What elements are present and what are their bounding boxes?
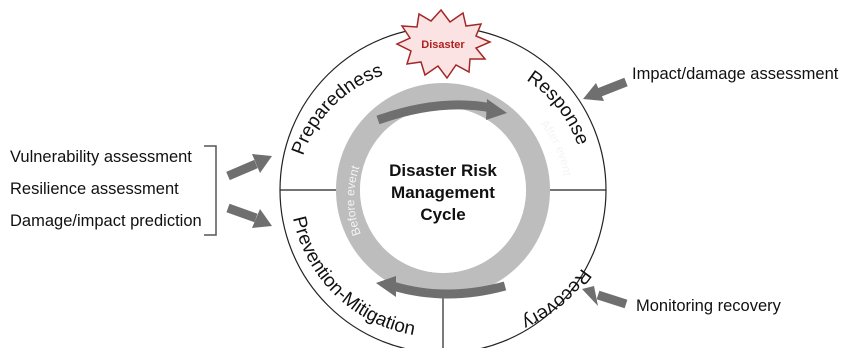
left-item-resilience: Resilience assessment [10, 180, 179, 198]
disaster-burst-icon [395, 8, 492, 80]
right-item-monitoring-recovery: Monitoring recovery [636, 297, 781, 315]
left-item-vulnerability: Vulnerability assessment [10, 148, 192, 166]
cycle-arrow-bottom-icon [391, 281, 507, 299]
cycle-arrow-top-icon [376, 100, 493, 125]
center-title-line-1: Disaster Risk [389, 161, 497, 180]
cycle-arrow-bottom-head-icon [376, 276, 396, 297]
arrow-right-lower-icon [226, 203, 272, 228]
arrow-left-lower-icon [582, 286, 628, 309]
center-white-disc [360, 107, 526, 273]
center-title-line-3: Cycle [420, 205, 465, 224]
inner-gray-ring [336, 83, 550, 297]
disaster-burst-label: Disaster [421, 39, 465, 51]
center-title-line-2: Management [391, 183, 495, 202]
left-items-bracket [204, 145, 217, 236]
arrow-right-upper-icon [226, 154, 272, 181]
cycle-arrow-top-head-icon [486, 99, 507, 120]
left-item-damage-prediction: Damage/impact prediction [10, 212, 202, 230]
right-item-impact-assessment: Impact/damage assessment [632, 65, 839, 83]
label-before-event: Before event [343, 163, 364, 238]
arrow-left-upper-icon [583, 77, 628, 101]
